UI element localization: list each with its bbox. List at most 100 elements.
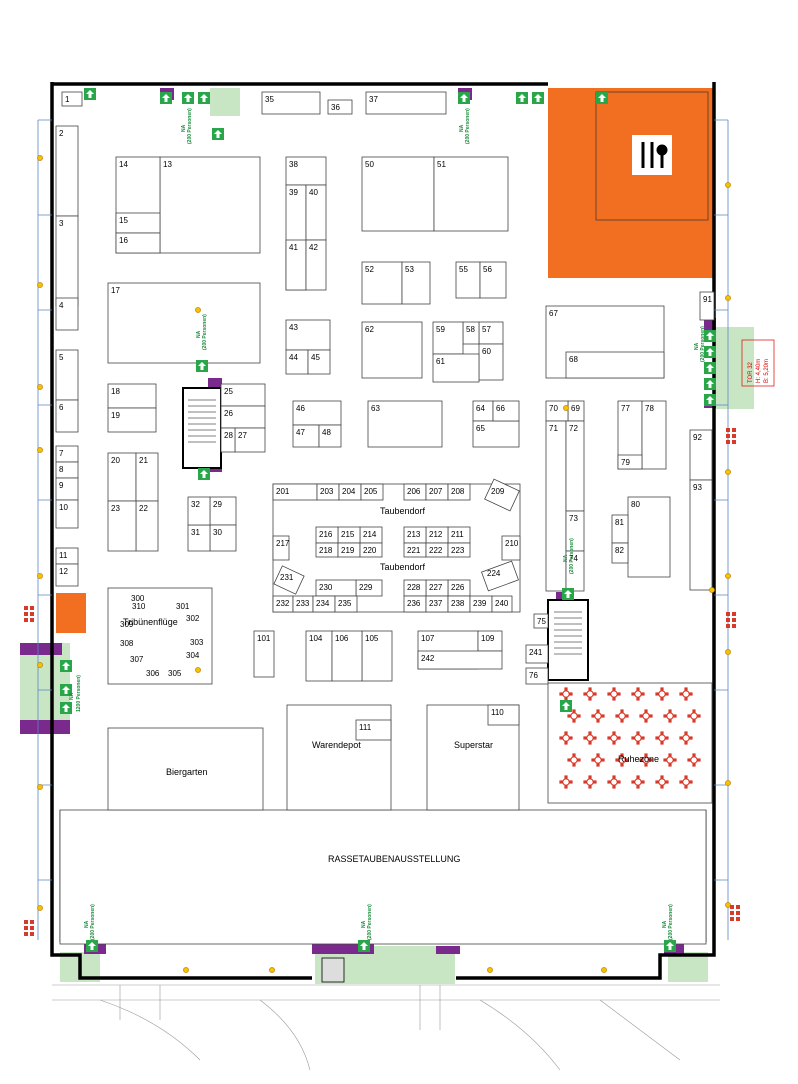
booth-label-237: 237	[429, 599, 443, 608]
booth-42[interactable]	[305, 239, 327, 291]
booth-209[interactable]	[484, 478, 520, 512]
booth-17[interactable]	[107, 282, 261, 364]
booth-label-229: 229	[359, 583, 373, 592]
booth-79[interactable]	[617, 454, 643, 470]
booth-51[interactable]	[433, 156, 509, 232]
ruhezone-table	[655, 687, 669, 701]
booth-2[interactable]	[55, 125, 79, 217]
exit-sign-icon	[358, 940, 370, 952]
booth-231[interactable]	[273, 565, 305, 595]
extinguisher-icon	[725, 295, 731, 301]
booth-label-27: 27	[238, 431, 247, 440]
extinguisher-icon	[725, 182, 731, 188]
booth-13[interactable]	[159, 156, 261, 254]
booth-241[interactable]	[525, 644, 549, 664]
booth-82[interactable]	[611, 542, 629, 564]
ruhezone-table	[679, 731, 693, 745]
gate-note-line-2: H: 4,40m	[756, 359, 762, 383]
booth-52[interactable]	[361, 261, 403, 305]
booth-210[interactable]	[501, 535, 521, 561]
booth-105[interactable]	[361, 630, 393, 682]
booth-label-209: 209	[491, 487, 505, 496]
booth-217[interactable]	[272, 535, 290, 561]
booth-18[interactable]	[107, 383, 157, 409]
booth-75[interactable]	[533, 613, 549, 629]
exit-sign-icon	[532, 92, 544, 104]
booth-label-16: 16	[119, 236, 128, 245]
booth-30[interactable]	[209, 524, 237, 552]
booth-223[interactable]	[447, 542, 471, 558]
booth-56[interactable]	[479, 261, 507, 299]
booth-label-232: 232	[276, 599, 290, 608]
booth-53[interactable]	[401, 261, 431, 305]
booth-59[interactable]	[432, 321, 464, 355]
booth-43[interactable]	[285, 319, 331, 351]
booth-63[interactable]	[367, 400, 443, 448]
booth-224[interactable]	[481, 560, 519, 592]
booth-235[interactable]	[334, 595, 358, 613]
booth-74[interactable]	[565, 550, 585, 592]
booth-48[interactable]	[318, 424, 342, 448]
booth-label-32: 32	[191, 500, 200, 509]
booth-37[interactable]	[365, 91, 447, 115]
booth-3[interactable]	[55, 215, 79, 307]
booth-106[interactable]	[331, 630, 363, 682]
booth-65[interactable]	[472, 420, 520, 448]
ruhezone-table	[631, 775, 645, 789]
booth-label-310: 310	[132, 602, 146, 611]
booth-36[interactable]	[327, 99, 353, 115]
booth-6[interactable]	[55, 399, 79, 433]
booth-111[interactable]	[355, 719, 392, 741]
booth-label-45: 45	[311, 353, 320, 362]
booth-205[interactable]	[360, 483, 384, 501]
booth-4[interactable]	[55, 297, 79, 331]
booth-76[interactable]	[525, 667, 549, 685]
outside-structure	[52, 984, 720, 1071]
ruhezone-table	[639, 753, 653, 767]
booth-55[interactable]	[455, 261, 481, 299]
booth-label-29: 29	[213, 500, 222, 509]
booth-50[interactable]	[361, 156, 435, 232]
booth-91[interactable]	[699, 291, 715, 321]
booth-220[interactable]	[359, 542, 383, 558]
booth-label-21: 21	[139, 456, 148, 465]
booth-93[interactable]	[689, 479, 713, 591]
exit-label-200-4: (200 Personen)	[90, 904, 96, 940]
booth-242[interactable]	[417, 650, 503, 670]
booth-71[interactable]	[545, 420, 567, 592]
booth-101[interactable]	[253, 630, 275, 678]
booth-19[interactable]	[107, 407, 157, 433]
booth-68[interactable]	[565, 351, 665, 379]
booth-66[interactable]	[492, 400, 520, 422]
booth-label-81: 81	[615, 518, 624, 527]
booth-10[interactable]	[55, 499, 79, 529]
booth-12[interactable]	[55, 563, 79, 587]
booth-16[interactable]	[115, 232, 161, 254]
booth-80[interactable]	[627, 496, 671, 578]
booth-32[interactable]	[187, 496, 211, 526]
extinguisher-icon	[37, 155, 43, 161]
booth-72[interactable]	[565, 420, 585, 512]
booth-28[interactable]	[220, 427, 236, 453]
booth-78[interactable]	[641, 400, 667, 470]
booth-110[interactable]	[487, 704, 520, 726]
booth-38[interactable]	[285, 156, 327, 186]
booth-label-61: 61	[436, 357, 445, 366]
extinguisher-icon	[195, 667, 201, 673]
booth-45[interactable]	[307, 349, 331, 375]
booth-1[interactable]	[61, 91, 83, 107]
booth-23[interactable]	[107, 500, 137, 552]
booth-104[interactable]	[305, 630, 333, 682]
booth-62[interactable]	[361, 321, 423, 379]
booth-label-70: 70	[549, 404, 558, 413]
booth-46[interactable]	[292, 400, 342, 426]
gate-note: TOR 32 H: 4,40m B: 5,20m	[741, 339, 775, 387]
booth-label-107: 107	[421, 634, 435, 643]
booth-208[interactable]	[447, 483, 471, 501]
booth-label-109: 109	[481, 634, 495, 643]
exit-sign-icon	[198, 468, 210, 480]
booth-61[interactable]	[432, 353, 480, 383]
hydrant-icon	[24, 920, 34, 936]
booth-35[interactable]	[261, 91, 321, 115]
booth-240[interactable]	[491, 595, 513, 613]
